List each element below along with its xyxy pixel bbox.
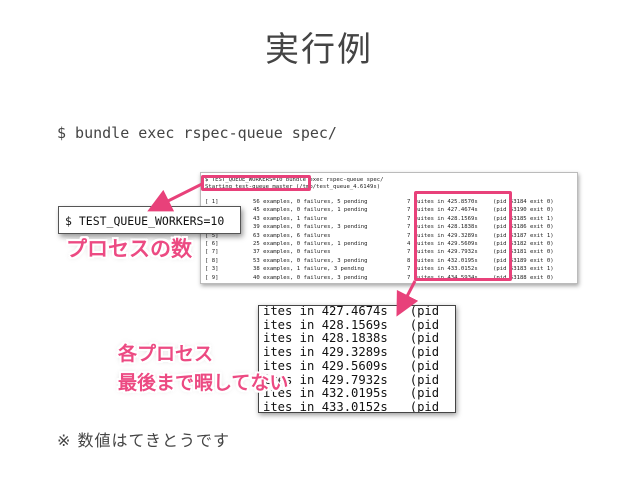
terminal-row-worker: [ 5] <box>205 232 219 239</box>
terminal-row-suites: 7 suites in 427.4674s <box>407 207 478 214</box>
terminal-row-examples: 43 examples, 1 failure <box>253 215 328 222</box>
terminal-row-pid: (pid 53183 exit 1) <box>493 266 554 273</box>
terminal-row-suites: 7 suites in 429.7932s <box>407 249 478 256</box>
terminal-row-worker: [ 7] <box>205 249 219 256</box>
zoom-line: ites in 428.1838s (pid <box>263 331 440 346</box>
zoom-line: ites in 429.3289s (pid <box>263 345 440 360</box>
terminal-row-suites: 7 suites in 428.1569s <box>407 215 478 222</box>
terminal-row-suites: 4 suites in 429.5609s <box>407 241 478 247</box>
terminal-row-suites: 8 suites in 432.0195s <box>407 257 478 264</box>
terminal-row-pid: (pid 53182 exit 0) <box>493 241 554 247</box>
terminal-row-examples: 63 examples, 6 failures <box>253 232 331 239</box>
terminal-row-suites: 7 suites in 434.5934s <box>407 274 478 281</box>
arrow-to-env-box <box>147 182 203 212</box>
label-not-idle: 最後まで暇してない <box>118 372 289 394</box>
arrow-to-zoom-box <box>396 280 419 317</box>
terminal-row-worker: [ 6] <box>205 241 219 247</box>
terminal-row-worker: [ 8] <box>205 257 219 264</box>
zoom-line: ites in 432.0195s (pid <box>263 386 440 401</box>
zoom-line: ites in 429.7932s (pid <box>263 372 440 387</box>
zoom-line: ites in 428.1569s (pid <box>263 317 440 332</box>
slide-title: 実行例 <box>265 30 373 70</box>
terminal-screenshot: $ TEST_QUEUE_WORKERS=10 bundle exec rspe… <box>200 172 578 284</box>
terminal-row-examples: 53 examples, 0 failures, 3 pending <box>253 257 368 264</box>
terminal-row-worker: [ 9] <box>205 274 219 281</box>
terminal-row-suites: 7 suites in 429.3289s <box>407 232 478 239</box>
terminal-row-examples: 25 examples, 0 failures, 1 pending <box>253 241 368 247</box>
terminal-row-examples: 45 examples, 0 failures, 1 pending <box>253 207 368 214</box>
terminal-row-pid: (pid 53187 exit 1) <box>493 232 554 239</box>
terminal-row-suites: 7 suites in 428.1838s <box>407 224 478 231</box>
command-line: $ bundle exec rspec-queue spec/ <box>57 124 337 142</box>
terminal-row-examples: 37 examples, 0 failures <box>253 249 331 256</box>
label-process-count: プロセスの数 <box>66 237 192 261</box>
terminal-row-examples: 40 examples, 0 failures, 3 pending <box>253 274 368 281</box>
highlight-time-rect <box>414 191 512 281</box>
terminal-row-pid: (pid 53181 exit 0) <box>493 249 554 256</box>
terminal-header: $ TEST_QUEUE_WORKERS=10 bundle exec rspe… <box>205 177 384 183</box>
terminal-row-pid: (pid 53185 exit 1) <box>493 215 554 222</box>
terminal-row-worker: [ 3] <box>205 266 219 273</box>
label-each-process: 各プロセス <box>118 343 214 365</box>
footnote: ※ 数値はてきとうです <box>57 431 231 450</box>
terminal-row-pid: (pid 53189 exit 0) <box>493 257 554 264</box>
zoom-line: ites in 427.4674s (pid <box>263 305 440 318</box>
highlight-env-rect <box>201 175 311 191</box>
terminal-row-examples: 56 examples, 0 failures, 5 pending <box>253 199 368 205</box>
terminal-row-worker: [ 1] <box>205 199 219 205</box>
terminal-row-pid: (pid 53186 exit 0) <box>493 224 554 231</box>
zoom-line: ites in 429.5609s (pid <box>263 358 440 373</box>
terminal-row-suites: 7 suites in 425.8570s <box>407 199 478 205</box>
terminal-row-examples: 39 examples, 0 failures, 3 pending <box>253 224 368 231</box>
terminal-row-examples: 38 examples, 1 failure, 3 pending <box>253 266 365 273</box>
zoom-line: ites in 433.0152s (pid <box>263 399 440 413</box>
terminal-row-pid: (pid 53188 exit 0) <box>493 274 554 281</box>
terminal-header-2: Starting test-queue master (/tmp/test_qu… <box>205 184 381 190</box>
terminal-row-pid: (pid 53190 exit 0) <box>493 207 554 214</box>
terminal-row-suites: 7 suites in 433.0152s <box>407 266 478 273</box>
terminal-row-pid: (pid 53184 exit 0) <box>493 199 554 205</box>
